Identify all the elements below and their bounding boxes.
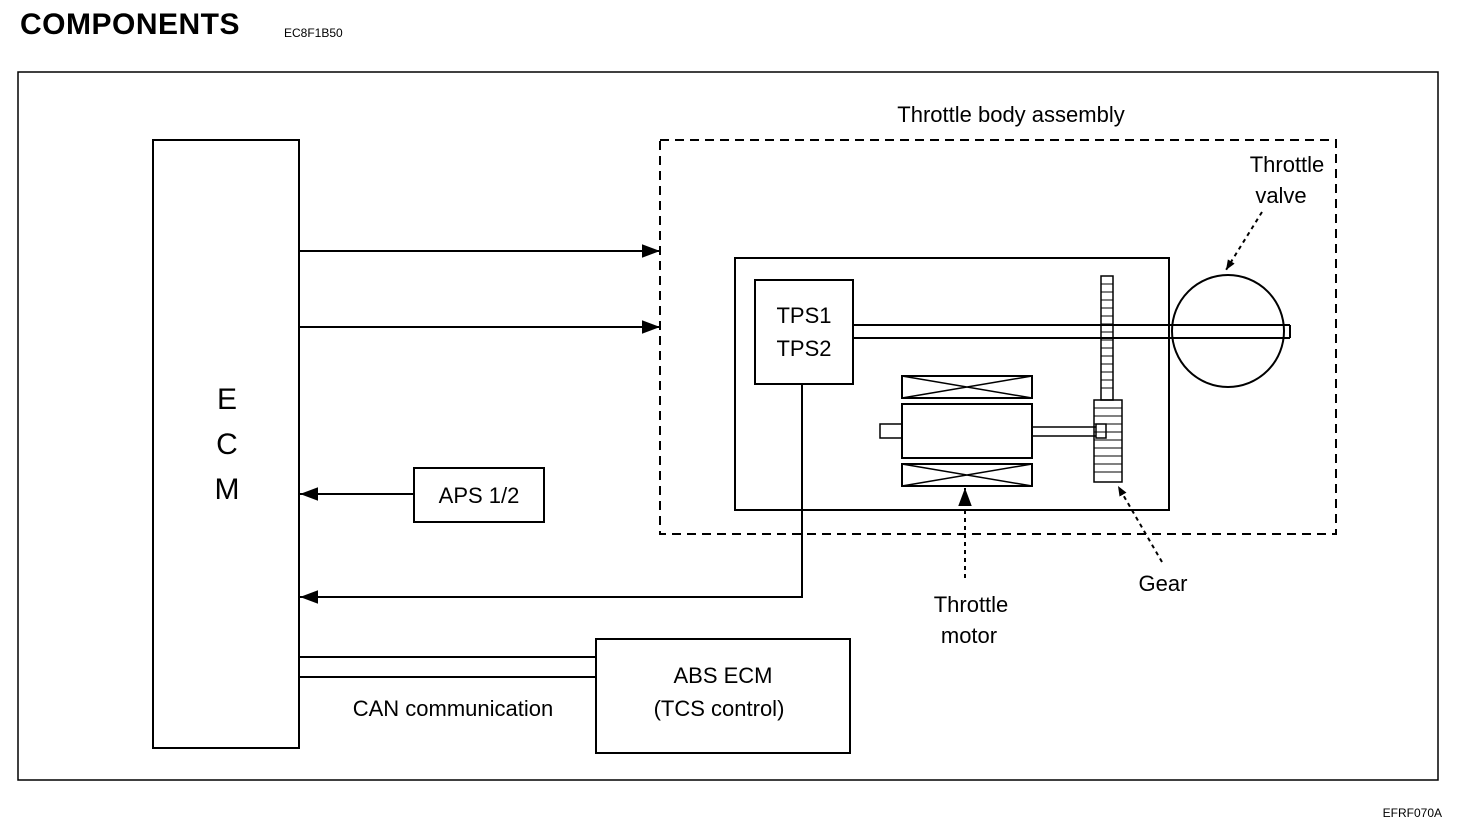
abs-ecm-label: ABS ECM bbox=[673, 663, 772, 688]
outer-frame bbox=[17, 71, 1439, 781]
throttle-valve-pointer bbox=[1225, 211, 1263, 271]
tps2-label: TPS2 bbox=[776, 336, 831, 361]
svg-text:Throttle: Throttle bbox=[934, 592, 1009, 617]
gear-label: Gear bbox=[1139, 571, 1188, 596]
throttle-body-housing bbox=[734, 257, 1170, 511]
gear-pointer bbox=[1117, 485, 1163, 563]
svg-text:motor: motor bbox=[941, 623, 997, 648]
abs-ecm-box: ABS ECM (TCS control) bbox=[595, 638, 851, 754]
svg-text:Throttle: Throttle bbox=[1250, 152, 1325, 177]
throttle-valve-icon bbox=[1171, 274, 1285, 388]
throttle-valve-label: Throttle valve bbox=[1250, 152, 1325, 208]
ecm-letter-c: C bbox=[216, 428, 238, 461]
tps-feedback-line bbox=[300, 384, 803, 604]
aps-label: APS 1/2 bbox=[439, 483, 520, 508]
tps1-label: TPS1 bbox=[776, 303, 831, 328]
ecm-letter-m: M bbox=[215, 473, 240, 506]
can-communication-label: CAN communication bbox=[353, 696, 554, 721]
aps-box: APS 1/2 bbox=[413, 467, 545, 523]
throttle-shaft bbox=[853, 324, 1291, 339]
ecm-letter-e: E bbox=[217, 383, 237, 416]
throttle-motor-label: Throttle motor bbox=[934, 592, 1009, 648]
svg-text:valve: valve bbox=[1255, 183, 1306, 208]
gear-icon bbox=[1093, 275, 1123, 483]
can-bus-lines bbox=[300, 656, 596, 678]
throttle-body-assembly-label: Throttle body assembly bbox=[897, 102, 1124, 127]
ecm-block: E C M bbox=[152, 139, 300, 749]
throttle-motor-icon bbox=[879, 375, 1107, 487]
tps-box: TPS1 TPS2 bbox=[754, 279, 854, 385]
tcs-control-label: (TCS control) bbox=[654, 696, 785, 721]
throttle-body-assembly: Throttle body assembly bbox=[659, 102, 1337, 535]
figure-id: EFRF070A bbox=[1382, 806, 1442, 820]
page-title: COMPONENTS bbox=[20, 8, 241, 41]
section-code: EC8F1B50 bbox=[284, 26, 343, 40]
